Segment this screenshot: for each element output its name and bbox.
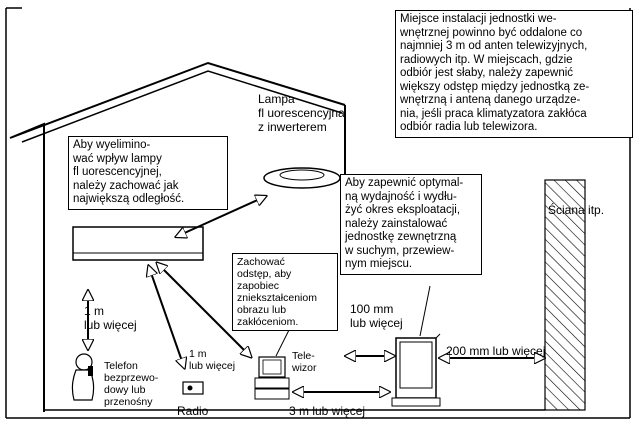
radio-set <box>182 381 204 395</box>
one-m-small-label: 1 m lub więcej <box>189 348 236 372</box>
outdoor-unit <box>391 333 441 407</box>
three-m-label: 3 m lub więcej <box>289 404 366 418</box>
lamp-distance-note: Aby wyelimino- wać wpływ lampy fl uoresc… <box>68 136 228 210</box>
pointer-note <box>419 285 431 337</box>
tv-label: Tele- wizor <box>292 350 317 374</box>
phone-label: Telefon bezprzewo- dowy lub przenośny <box>104 360 159 408</box>
outer-frame <box>5 7 631 419</box>
wall-label: Ściana itp. <box>548 203 605 217</box>
outdoor-unit-note: Aby zapewnić optymal- ną wydajność i wyd… <box>340 174 482 275</box>
fluorescent-lamp <box>263 167 341 189</box>
pointer-tv-note <box>275 327 291 357</box>
phone-person <box>71 353 95 401</box>
tv-set <box>254 356 290 400</box>
hundred-mm-label: 100 mm lub więcej <box>350 302 403 330</box>
house-roof-inner <box>21 70 343 143</box>
radio-label: Radio <box>177 404 209 418</box>
lamp-label: Lampa fl uorescencyjna z inwerterem <box>258 92 345 134</box>
tv-distortion-note: Zachować odstęp, aby zapobiec zniekształ… <box>232 253 338 331</box>
install-distance-note: Miejsce instalacji jednostki we- wnętrzn… <box>395 10 633 138</box>
distance-arrows <box>88 198 540 392</box>
indoor-unit <box>72 226 204 261</box>
two-hundred-mm-label: 200 mm lub więcej <box>446 344 546 358</box>
one-m-label: 1 m lub więcej <box>84 304 137 332</box>
wall-hatched <box>544 179 586 411</box>
